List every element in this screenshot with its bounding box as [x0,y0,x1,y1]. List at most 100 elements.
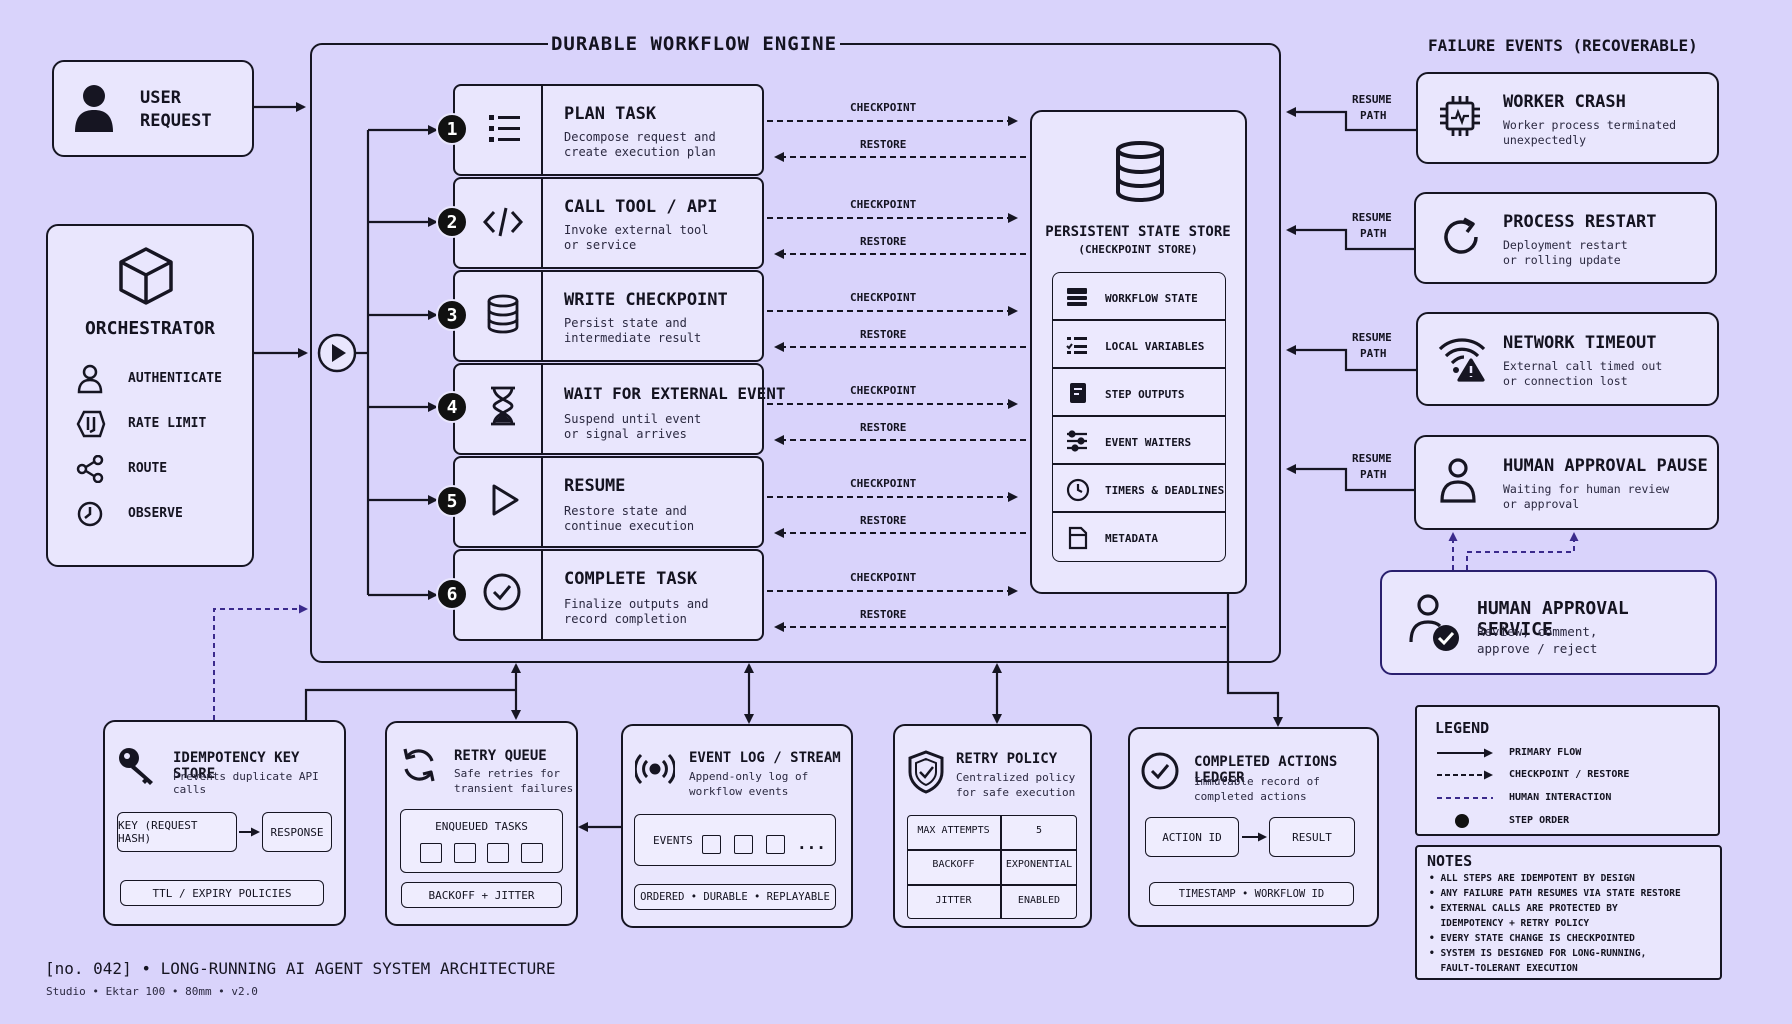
state-store-title: PERSISTENT STATE STORE [1045,224,1231,240]
timer-icon [1066,478,1090,502]
event-log-footer: ORDERED • DURABLE • REPLAYABLE [640,891,830,903]
result-label: RESULT [1292,830,1332,844]
step-desc: record completion [564,612,687,626]
cube-icon [118,246,174,306]
step-title: PLAN TASK [564,104,657,124]
step-order-badge: 6 [436,578,468,610]
step-order-badge: 5 [436,485,468,517]
idempotency-response-pill: RESPONSE [262,812,332,852]
failure-desc: or approval [1503,497,1580,511]
step-divider [541,365,543,453]
hourglass-icon [488,385,518,427]
failure-desc: or connection lost [1503,374,1628,388]
outputs-icon [1068,382,1088,404]
state-item-label: EVENT WAITERS [1105,436,1192,449]
restore-label: RESTORE [860,421,907,434]
play-hub-icon [316,332,358,374]
approval-service-title: HUMAN APPROVAL SERVICE [1477,598,1629,640]
orchestrator-item-rate-limit: RATE LIMIT [128,416,207,431]
ttl-label: TTL / EXPIRY POLICIES [152,886,292,900]
state-divider [1052,319,1226,321]
state-item-label: TIMERS & DEADLINES [1105,484,1225,497]
failure-desc: unexpectedly [1503,133,1587,147]
table-divider [907,884,1077,886]
checkpoint-label: CHECKPOINT [850,571,917,584]
step-desc: or signal arrives [564,427,687,441]
failure-network-timeout [1416,312,1719,406]
step-desc: Restore state and [564,504,687,518]
failure-desc: External call timed out [1503,359,1663,373]
state-divider [1052,415,1226,417]
step-resume [453,456,764,548]
step-divider [541,551,543,639]
step-title: COMPLETE TASK [564,569,698,589]
backoff-label: BACKOFF + JITTER [428,888,535,902]
event-slot [766,835,785,854]
path-label: PATH [1360,468,1387,481]
wifi-warning-icon [1437,334,1487,382]
action-id-pill: ACTION ID [1145,817,1239,857]
idempotency-key-pill: KEY (REQUEST HASH) [117,812,237,852]
database-icon [1114,140,1166,204]
restart-icon [1440,216,1482,258]
step-number: 3 [446,304,458,326]
checkpoint-label: CHECKPOINT [850,198,917,211]
step-desc: Finalize outputs and [564,597,709,611]
policy-key: JITTER [935,895,972,906]
policy-value: EXPONENTIAL [1005,859,1073,870]
retry-policy-table [907,815,1077,919]
failure-title: NETWORK TIMEOUT [1503,333,1657,353]
failure-worker-crash [1416,72,1719,164]
result-pill: RESULT [1269,817,1355,857]
step-divider [541,458,543,546]
ledger-title: COMPLETED ACTIONS LEDGER [1194,754,1338,786]
ledger-footer-pill: TIMESTAMP • WORKFLOW ID [1149,882,1354,906]
policy-key: MAX ATTEMPTS [917,825,990,836]
restore-label: RESTORE [860,608,907,621]
retry-policy-desc: Centralized policy [956,771,1076,784]
failure-desc: Deployment restart [1503,238,1628,252]
orchestrator-box: ORCHESTRATOR AUTHENTICATE RATE LIMIT ROU… [46,224,254,567]
shield-check-icon [907,750,945,794]
state-store-subtitle: (CHECKPOINT STORE) [1078,243,1198,256]
state-divider [1052,463,1226,465]
step-desc: or service [564,238,637,252]
policy-value: 5 [1035,825,1043,836]
approval-service-desc: Review, comment, [1477,624,1598,639]
orchestrator-item-route: ROUTE [128,461,168,476]
legend-item-label: CHECKPOINT / RESTORE [1509,769,1630,780]
retry-queue-desc: transient failures [454,782,574,795]
restore-label: RESTORE [860,514,907,527]
approved-user-icon [1408,592,1464,654]
action-id-label: ACTION ID [1162,830,1222,844]
step-number: 2 [446,211,458,233]
retry-queue-title: RETRY QUEUE [454,748,547,764]
failure-title: PROCESS RESTART [1503,212,1657,232]
path-label: PATH [1360,109,1387,122]
path-label: PATH [1360,347,1387,360]
step-desc: intermediate result [564,331,702,345]
note-line: FAULT-TOLERANT EXECUTION [1429,963,1578,974]
retry-policy-title: RETRY POLICY [956,751,1058,767]
events-label: EVENTS [653,833,693,847]
step-order-badge: 3 [436,299,468,331]
ledger-desc: completed actions [1194,790,1307,803]
queued-task-slot [487,843,509,863]
idempotency-title: IDEMPOTENCY KEY STORE [173,750,300,782]
failure-desc: Waiting for human review [1503,482,1670,496]
note-line: • ALL STEPS ARE IDEMPOTENT BY DESIGN [1429,873,1635,884]
engine-title: DURABLE WORKFLOW ENGINE [548,33,840,55]
event-slot [702,835,721,854]
state-divider [1052,511,1226,513]
resume-label: RESUME [1352,211,1392,224]
policy-value: ENABLED [1017,895,1061,906]
queued-task-slot [454,843,476,863]
footer-subtitle: Studio • Ektar 100 • 80mm • v2.0 [46,985,258,998]
queued-task-slot [420,843,442,863]
response-label: RESPONSE [270,825,324,839]
event-log-title: EVENT LOG / STREAM [689,750,841,766]
step-order-badge: 1 [436,113,468,145]
enqueued-label: ENQUEUED TASKS [435,820,528,833]
restore-label: RESTORE [860,328,907,341]
